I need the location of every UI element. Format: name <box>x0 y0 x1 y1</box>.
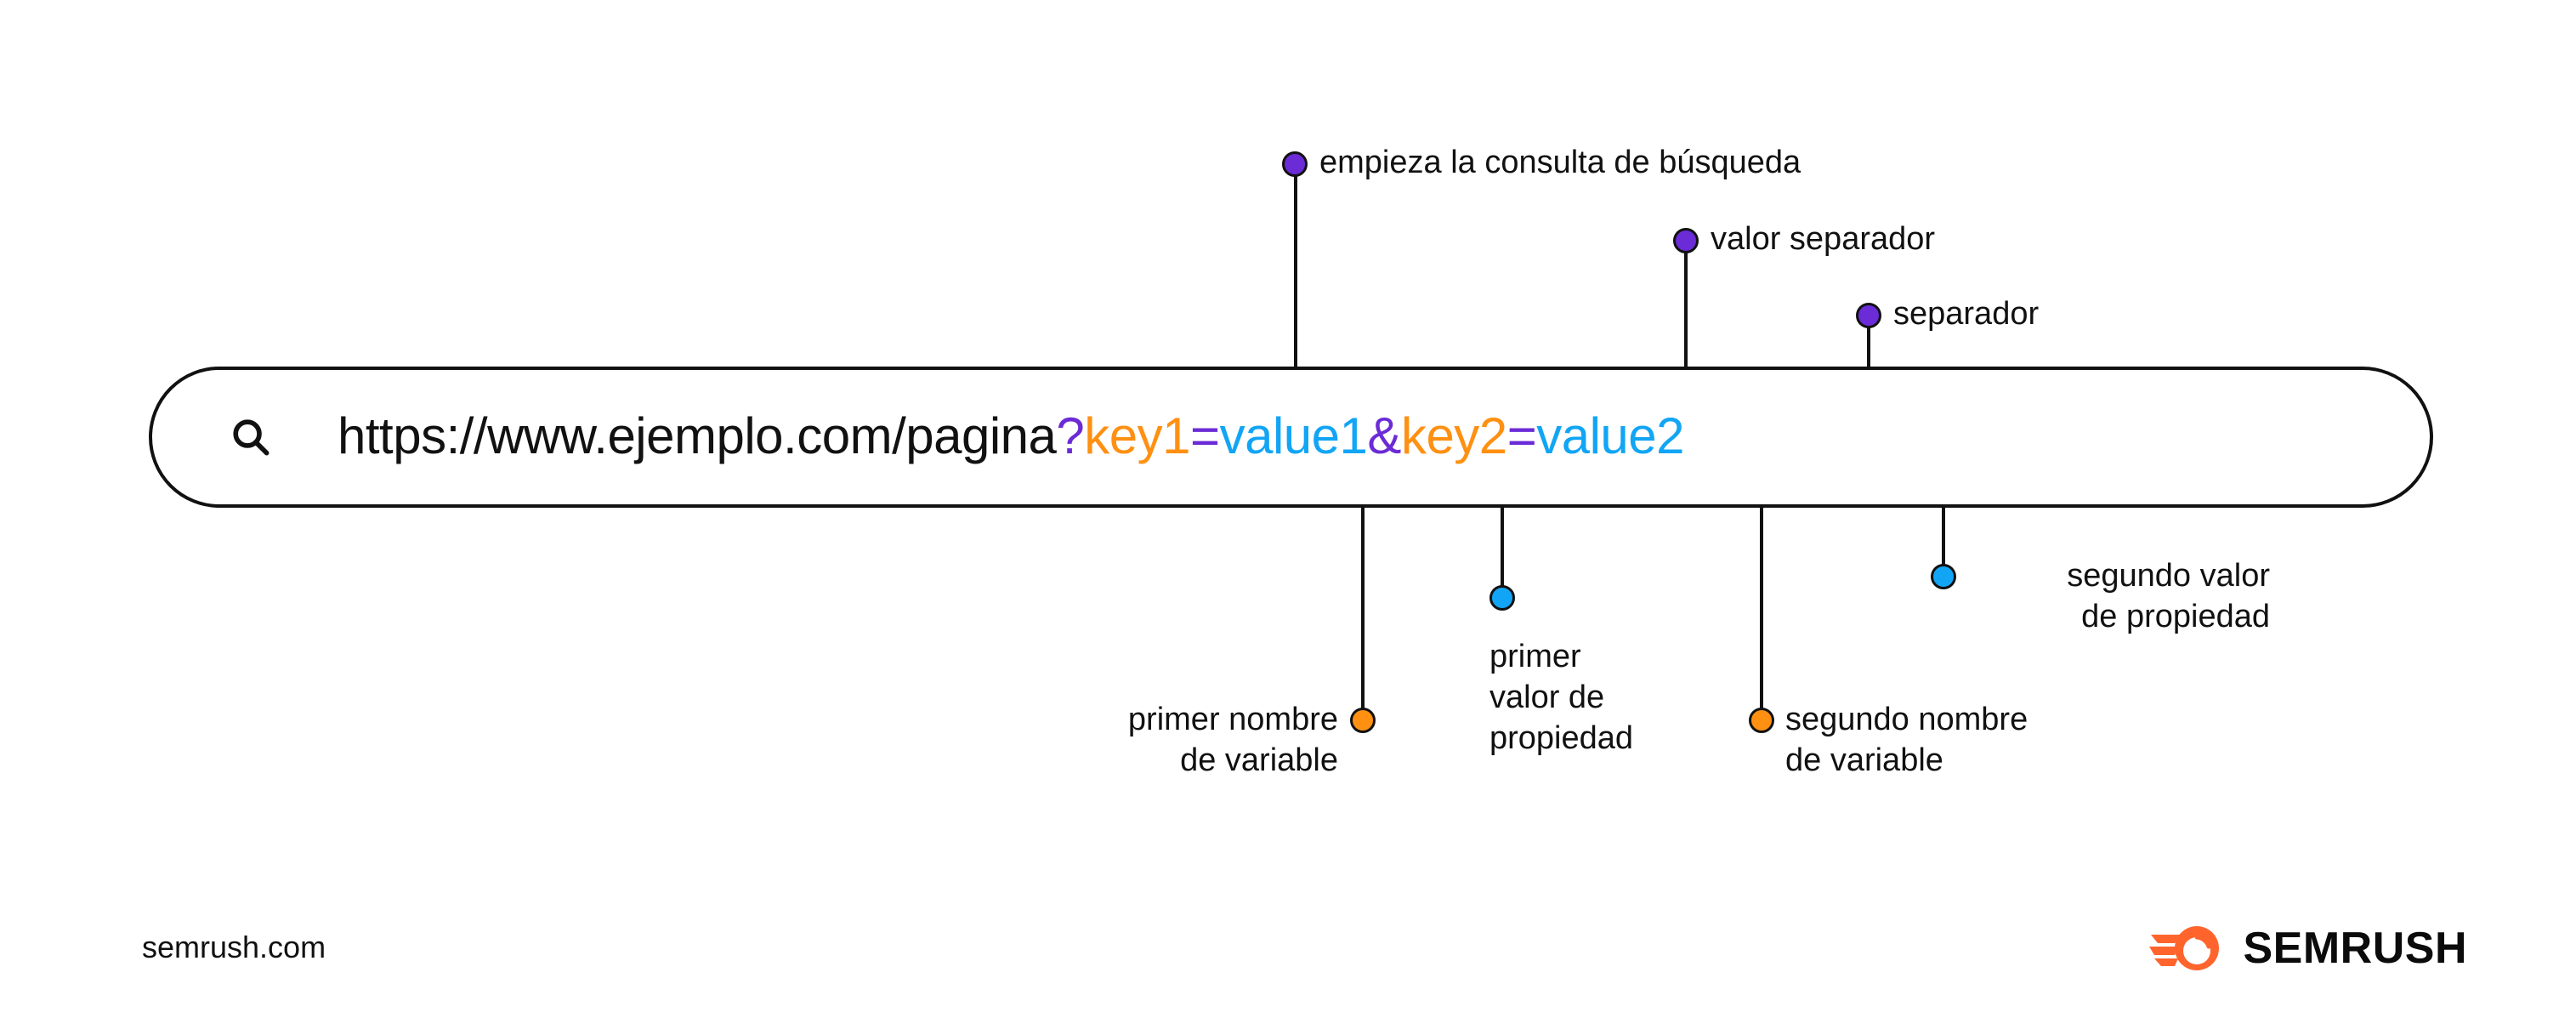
url-segment-equals-1: = <box>1190 407 1220 465</box>
annotation-first-property-value: primer valor de propiedad <box>1489 639 1634 756</box>
url-segment-value1: value1 <box>1219 407 1368 465</box>
annotation-separator: separador <box>1893 296 2040 332</box>
url-segment-question: ? <box>1056 407 1085 465</box>
url-segment-equals-2: = <box>1506 407 1537 465</box>
dot-second-property-value <box>1931 564 1956 589</box>
annotation-value-separator: valor separador <box>1711 221 1936 257</box>
semrush-logo: SEMRUSH <box>2149 923 2467 974</box>
url-segment-value2: value2 <box>1536 407 1685 465</box>
url-segment-ampersand: & <box>1367 407 1401 465</box>
url-segment-base: https://www.ejemplo.com/pagina <box>338 407 1057 465</box>
search-icon <box>233 419 270 456</box>
annotation-first-variable-name: primer nombre de variable <box>1127 702 1338 778</box>
dot-first-variable-name <box>1350 708 1376 733</box>
annotation-second-variable-name: segundo nombre de variable <box>1785 702 2028 778</box>
search-bar[interactable]: https://www.ejemplo.com/pagina?key1=valu… <box>149 367 2433 508</box>
semrush-wordmark: SEMRUSH <box>2243 924 2467 973</box>
annotation-second-property-value: segundo valor de propiedad <box>2067 558 2270 634</box>
dot-separator <box>1856 303 1881 328</box>
dot-second-variable-name <box>1749 708 1774 733</box>
footer-domain: semrush.com <box>142 930 326 964</box>
url-segment-key1: key1 <box>1084 407 1191 465</box>
dot-value-separator <box>1673 228 1699 253</box>
dot-query-start <box>1282 151 1308 177</box>
url-text: https://www.ejemplo.com/pagina?key1=valu… <box>338 407 1685 465</box>
annotation-query-start: empieza la consulta de búsqueda <box>1319 145 1801 180</box>
semrush-comet-icon <box>2149 926 2220 970</box>
url-segment-key2: key2 <box>1400 407 1507 465</box>
dot-first-property-value <box>1489 585 1515 611</box>
